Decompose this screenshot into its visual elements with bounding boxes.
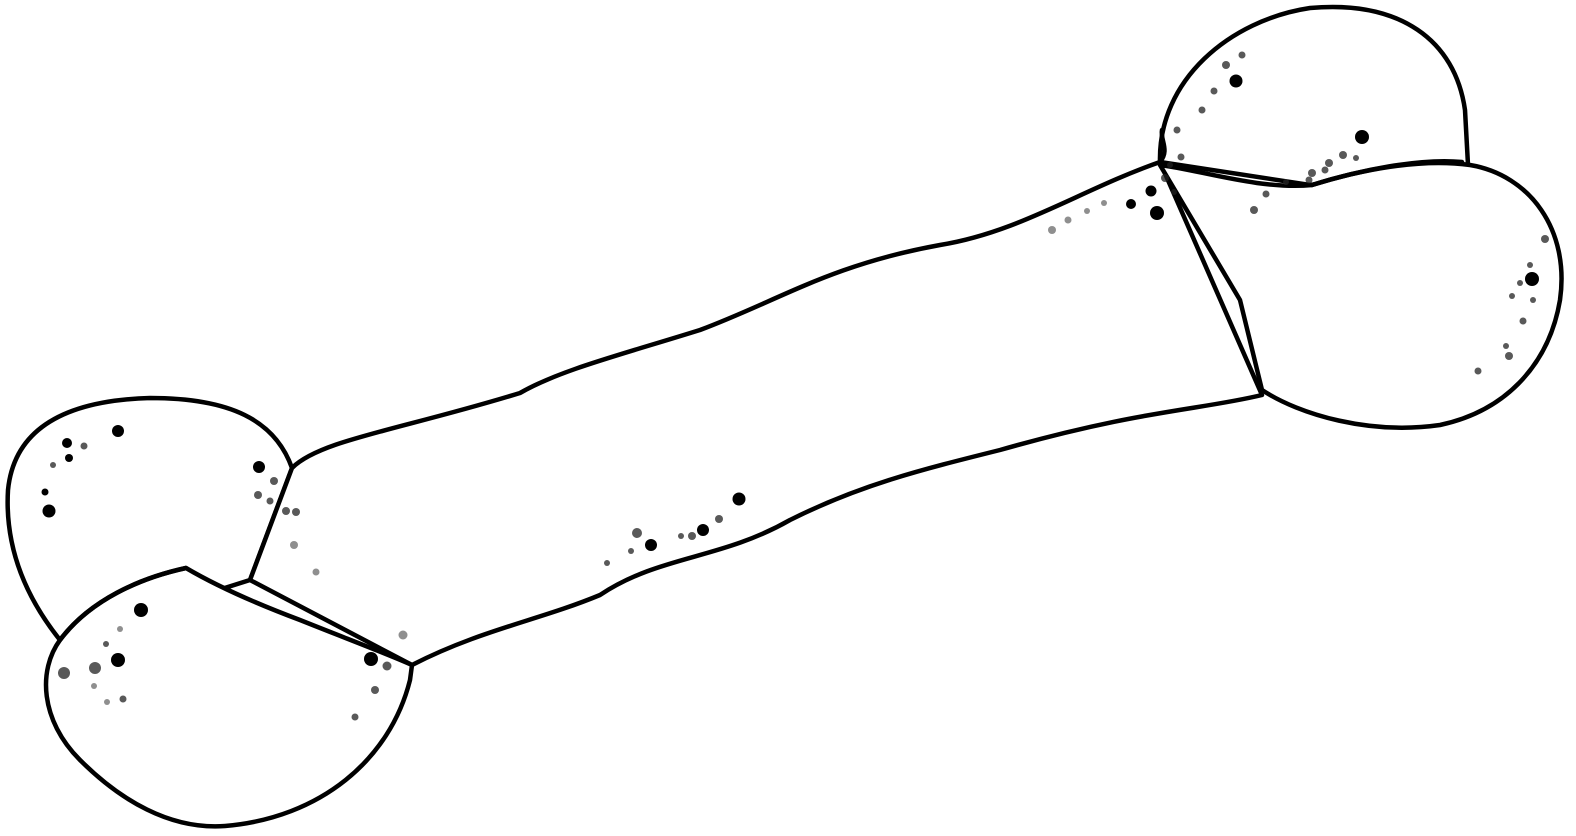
bone-shaft-neck-upper	[1157, 127, 1167, 165]
bone-right-back-knob	[1157, 4, 1471, 188]
bone-right-knob-overlap-line	[1309, 158, 1465, 188]
bone-left-knob-overlap-line	[57, 565, 189, 643]
bone-speckles-right	[1048, 51, 1549, 375]
bone-speckles-left	[41, 425, 408, 721]
bone-shaft	[247, 159, 1265, 668]
bone-speckles-middle	[604, 492, 746, 566]
bone-left-back-knob	[5, 395, 295, 643]
bone-right-front-knob	[1157, 160, 1564, 430]
